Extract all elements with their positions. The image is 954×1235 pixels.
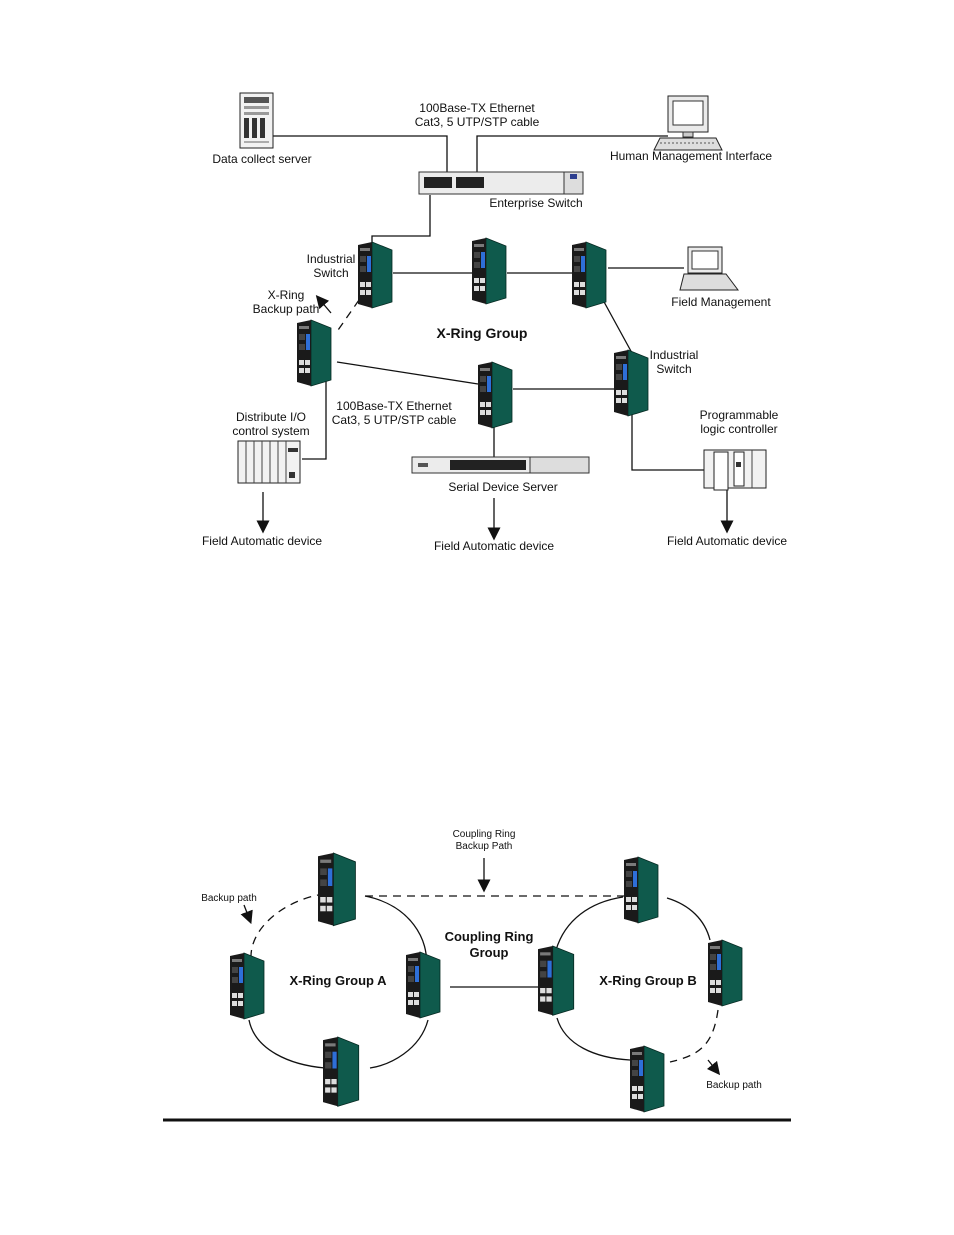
laptop-icon [679,246,739,291]
xring-group-b-label: X-Ring Group B [599,973,697,988]
serial-device-server-icon [411,456,590,474]
top-connections [256,135,734,541]
industrial-switch-icon [477,361,513,429]
industrial-switch-icon [296,319,332,387]
io-rack-icon [237,440,301,484]
industrial-switch-label-1: Industrial [307,252,356,266]
industrial-switch-label-2: Switch [313,266,348,280]
field-management-label: Field Management [671,295,771,309]
field-device-mid-label: Field Automatic device [434,539,554,553]
industrial-switch-icon [707,939,743,1007]
plc-label-1: Programmable [700,408,779,422]
top-diagram: 100Base-TX Ethernet Cat3, 5 UTP/STP cabl… [202,92,787,553]
serial-device-server-label: Serial Device Server [448,480,557,494]
xring-backup-label-1: X-Ring [268,288,305,302]
bottom-diagram: Coupling Ring Backup Path Backup path Co… [201,829,762,1113]
distribute-io-label-1: Distribute I/O [236,410,306,424]
enterprise-switch-label: Enterprise Switch [489,196,582,210]
industrial-switch-icon [629,1045,665,1113]
industrial-switch-icon [471,237,507,305]
coupling-backup-label-2: Backup Path [456,841,513,852]
cable-label-mid-2: Cat3, 5 UTP/STP cable [332,413,457,427]
enterprise-switch-icon [418,171,584,195]
coupling-group-label-2: Group [470,945,509,960]
industrial-switch-icon [405,951,441,1019]
xring-group-a-label: X-Ring Group A [289,973,387,988]
coupling-backup-label-1: Coupling Ring [453,829,516,840]
industrial-switch-icon [571,241,607,309]
industrial-switch-icon [229,952,265,1020]
data-collect-server-label: Data collect server [212,152,311,166]
desktop-computer-icon [653,95,723,151]
industrial-switch-icon [623,856,659,924]
backup-path-right-label: Backup path [706,1080,762,1091]
industrial-switch-icon [322,1036,360,1107]
server-icon [239,92,274,149]
cable-label-top-1: 100Base-TX Ethernet [419,101,535,115]
human-management-label: Human Management Interface [610,149,772,163]
plc-label-2: logic controller [700,422,777,436]
industrial-switch-right-label-1: Industrial [650,348,699,362]
field-device-right-label: Field Automatic device [667,534,787,548]
xring-backup-label-2: Backup path [253,302,320,316]
distribute-io-label-2: control system [232,424,309,438]
industrial-switch-right-label-2: Switch [656,362,691,376]
xring-group-title: X-Ring Group [437,325,528,341]
backup-path-left-label: Backup path [201,893,257,904]
industrial-switch-icon [613,349,649,417]
cable-label-top-2: Cat3, 5 UTP/STP cable [415,115,540,129]
industrial-switch-icon [357,241,393,309]
coupling-group-label-1: Coupling Ring [445,929,534,944]
industrial-switch-icon [537,945,575,1016]
cable-label-mid-1: 100Base-TX Ethernet [336,399,452,413]
industrial-switch-icon [317,852,356,927]
plc-icon [703,449,767,491]
field-device-left-label: Field Automatic device [202,534,322,548]
